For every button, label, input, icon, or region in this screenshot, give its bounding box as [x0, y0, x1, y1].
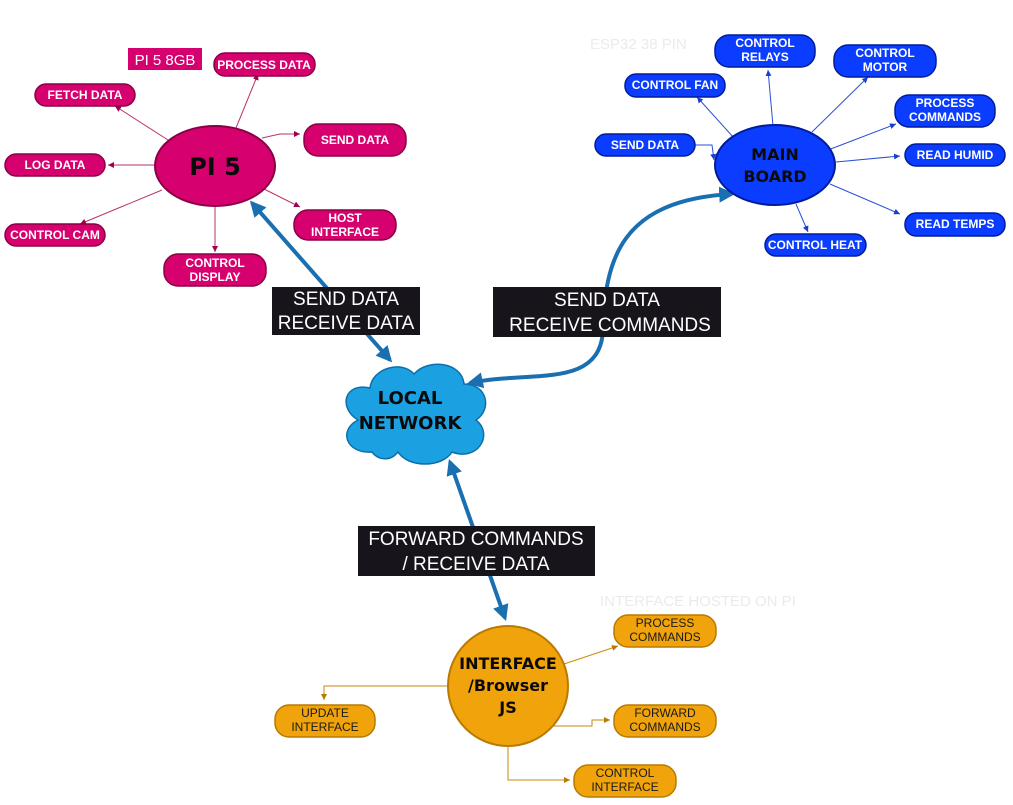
pi-node-fetch-data[interactable]: FETCH DATA: [34, 83, 136, 107]
board-node-process-commands-label-1: PROCESS: [916, 96, 975, 110]
pi-node-control-display-label-2: DISPLAY: [190, 270, 241, 284]
board-network-label: SEND DATA RECEIVE COMMANDS: [493, 287, 721, 337]
pi5-tag: PI 5 8GB: [128, 48, 202, 70]
pi5-tag-text: PI 5 8GB: [135, 52, 196, 69]
interface-hub[interactable]: INTERFACE /Browser JS: [447, 625, 569, 747]
board-link-label-line2: RECEIVE COMMANDS: [509, 315, 711, 336]
interface-node-process-commands-label-1: PROCESS: [636, 616, 695, 630]
pi-node-log-data[interactable]: LOG DATA: [4, 153, 106, 177]
interface-node-update-interface-label-2: INTERFACE: [291, 720, 358, 734]
interface-hub-label-3: JS: [498, 698, 516, 717]
interface-node-forward-commands-label-2: COMMANDS: [629, 720, 700, 734]
board-node-control-heat[interactable]: CONTROL HEAT: [764, 233, 867, 257]
interface-node-control-interface[interactable]: CONTROL INTERFACE: [573, 764, 677, 798]
pi-hub-label: PI 5: [189, 153, 241, 181]
interface-connectors: [321, 645, 619, 783]
pi-node-control-display[interactable]: CONTROL DISPLAY: [163, 253, 267, 287]
main-board-hub[interactable]: MAIN BOARD: [714, 124, 836, 206]
pi-connectors: [79, 73, 301, 252]
pi-node-control-display-label-1: CONTROL: [185, 256, 244, 270]
board-node-control-relays[interactable]: CONTROL RELAYS: [714, 34, 816, 68]
pi-node-process-data[interactable]: PROCESS DATA: [213, 52, 316, 77]
interface-hosted-label: INTERFACE HOSTED ON PI: [600, 593, 796, 610]
board-node-process-commands[interactable]: PROCESS COMMANDS: [894, 94, 996, 128]
board-node-control-relays-label-2: RELAYS: [741, 50, 789, 64]
interface-link-label-line2: / RECEIVE DATA: [402, 554, 549, 575]
pi-node-host-interface-label-2: INTERFACE: [311, 225, 379, 239]
interface-node-control-interface-label-1: CONTROL: [596, 766, 655, 780]
pi-link-label-line2: RECEIVE DATA: [278, 313, 415, 334]
pi-node-send-data-label: SEND DATA: [321, 133, 390, 147]
board-node-control-motor-label-2: MOTOR: [863, 60, 908, 74]
board-node-read-humid-label: READ HUMID: [917, 148, 994, 162]
interface-node-control-interface-label-2: INTERFACE: [591, 780, 658, 794]
board-node-control-heat-label: CONTROL HEAT: [768, 238, 863, 252]
interface-node-forward-commands[interactable]: FORWARD COMMANDS: [613, 704, 717, 738]
main-board-hub-label-1: MAIN: [751, 145, 799, 164]
interface-network-label: FORWARD COMMANDS / RECEIVE DATA: [358, 526, 595, 576]
interface-link-label-line1: FORWARD COMMANDS: [368, 529, 583, 550]
board-node-send-data-label: SEND DATA: [611, 138, 680, 152]
board-node-control-relays-label-1: CONTROL: [735, 36, 794, 50]
pi-network-label: SEND DATA RECEIVE DATA: [272, 287, 420, 335]
interface-hub-label-2: /Browser: [468, 676, 548, 695]
board-node-control-motor[interactable]: CONTROL MOTOR: [833, 44, 937, 78]
local-network-cloud[interactable]: LOCAL NETWORK: [345, 363, 487, 465]
interface-node-forward-commands-label-1: FORWARD: [634, 706, 696, 720]
esp32-label: ESP32 38 PIN: [590, 36, 687, 53]
pi-node-process-data-label: PROCESS DATA: [217, 58, 311, 72]
interface-node-update-interface-label-1: UPDATE: [301, 706, 349, 720]
pi-hub[interactable]: PI 5: [154, 125, 276, 207]
board-node-control-fan[interactable]: CONTROL FAN: [624, 73, 726, 98]
pi-link-label-line1: SEND DATA: [293, 289, 399, 310]
pi-node-host-interface-label-1: HOST: [328, 211, 362, 225]
board-node-process-commands-label-2: COMMANDS: [909, 110, 981, 124]
pi-node-control-cam-label: CONTROL CAM: [10, 228, 100, 242]
board-node-read-temps[interactable]: READ TEMPS: [904, 212, 1006, 237]
interface-node-process-commands[interactable]: PROCESS COMMANDS: [613, 614, 717, 648]
local-network-label-2: NETWORK: [359, 413, 463, 434]
pi-node-send-data[interactable]: SEND DATA: [303, 123, 407, 157]
board-node-send-data[interactable]: SEND DATA: [594, 133, 696, 157]
main-board-hub-label-2: BOARD: [743, 167, 806, 186]
pi-node-host-interface[interactable]: HOST INTERFACE: [293, 209, 397, 241]
pi-node-log-data-label: LOG DATA: [25, 158, 86, 172]
interface-node-update-interface[interactable]: UPDATE INTERFACE: [274, 704, 376, 738]
interface-node-process-commands-label-2: COMMANDS: [629, 630, 700, 644]
board-link-label-line1: SEND DATA: [554, 290, 660, 311]
interface-hub-label-1: INTERFACE: [459, 654, 557, 673]
pi-node-control-cam[interactable]: CONTROL CAM: [4, 223, 106, 247]
local-network-label-1: LOCAL: [378, 388, 443, 409]
board-node-control-motor-label-1: CONTROL: [855, 46, 914, 60]
board-node-control-fan-label: CONTROL FAN: [632, 78, 718, 92]
board-node-read-humid[interactable]: READ HUMID: [904, 143, 1006, 167]
pi-node-fetch-data-label: FETCH DATA: [48, 88, 123, 102]
board-node-read-temps-label: READ TEMPS: [916, 217, 995, 231]
